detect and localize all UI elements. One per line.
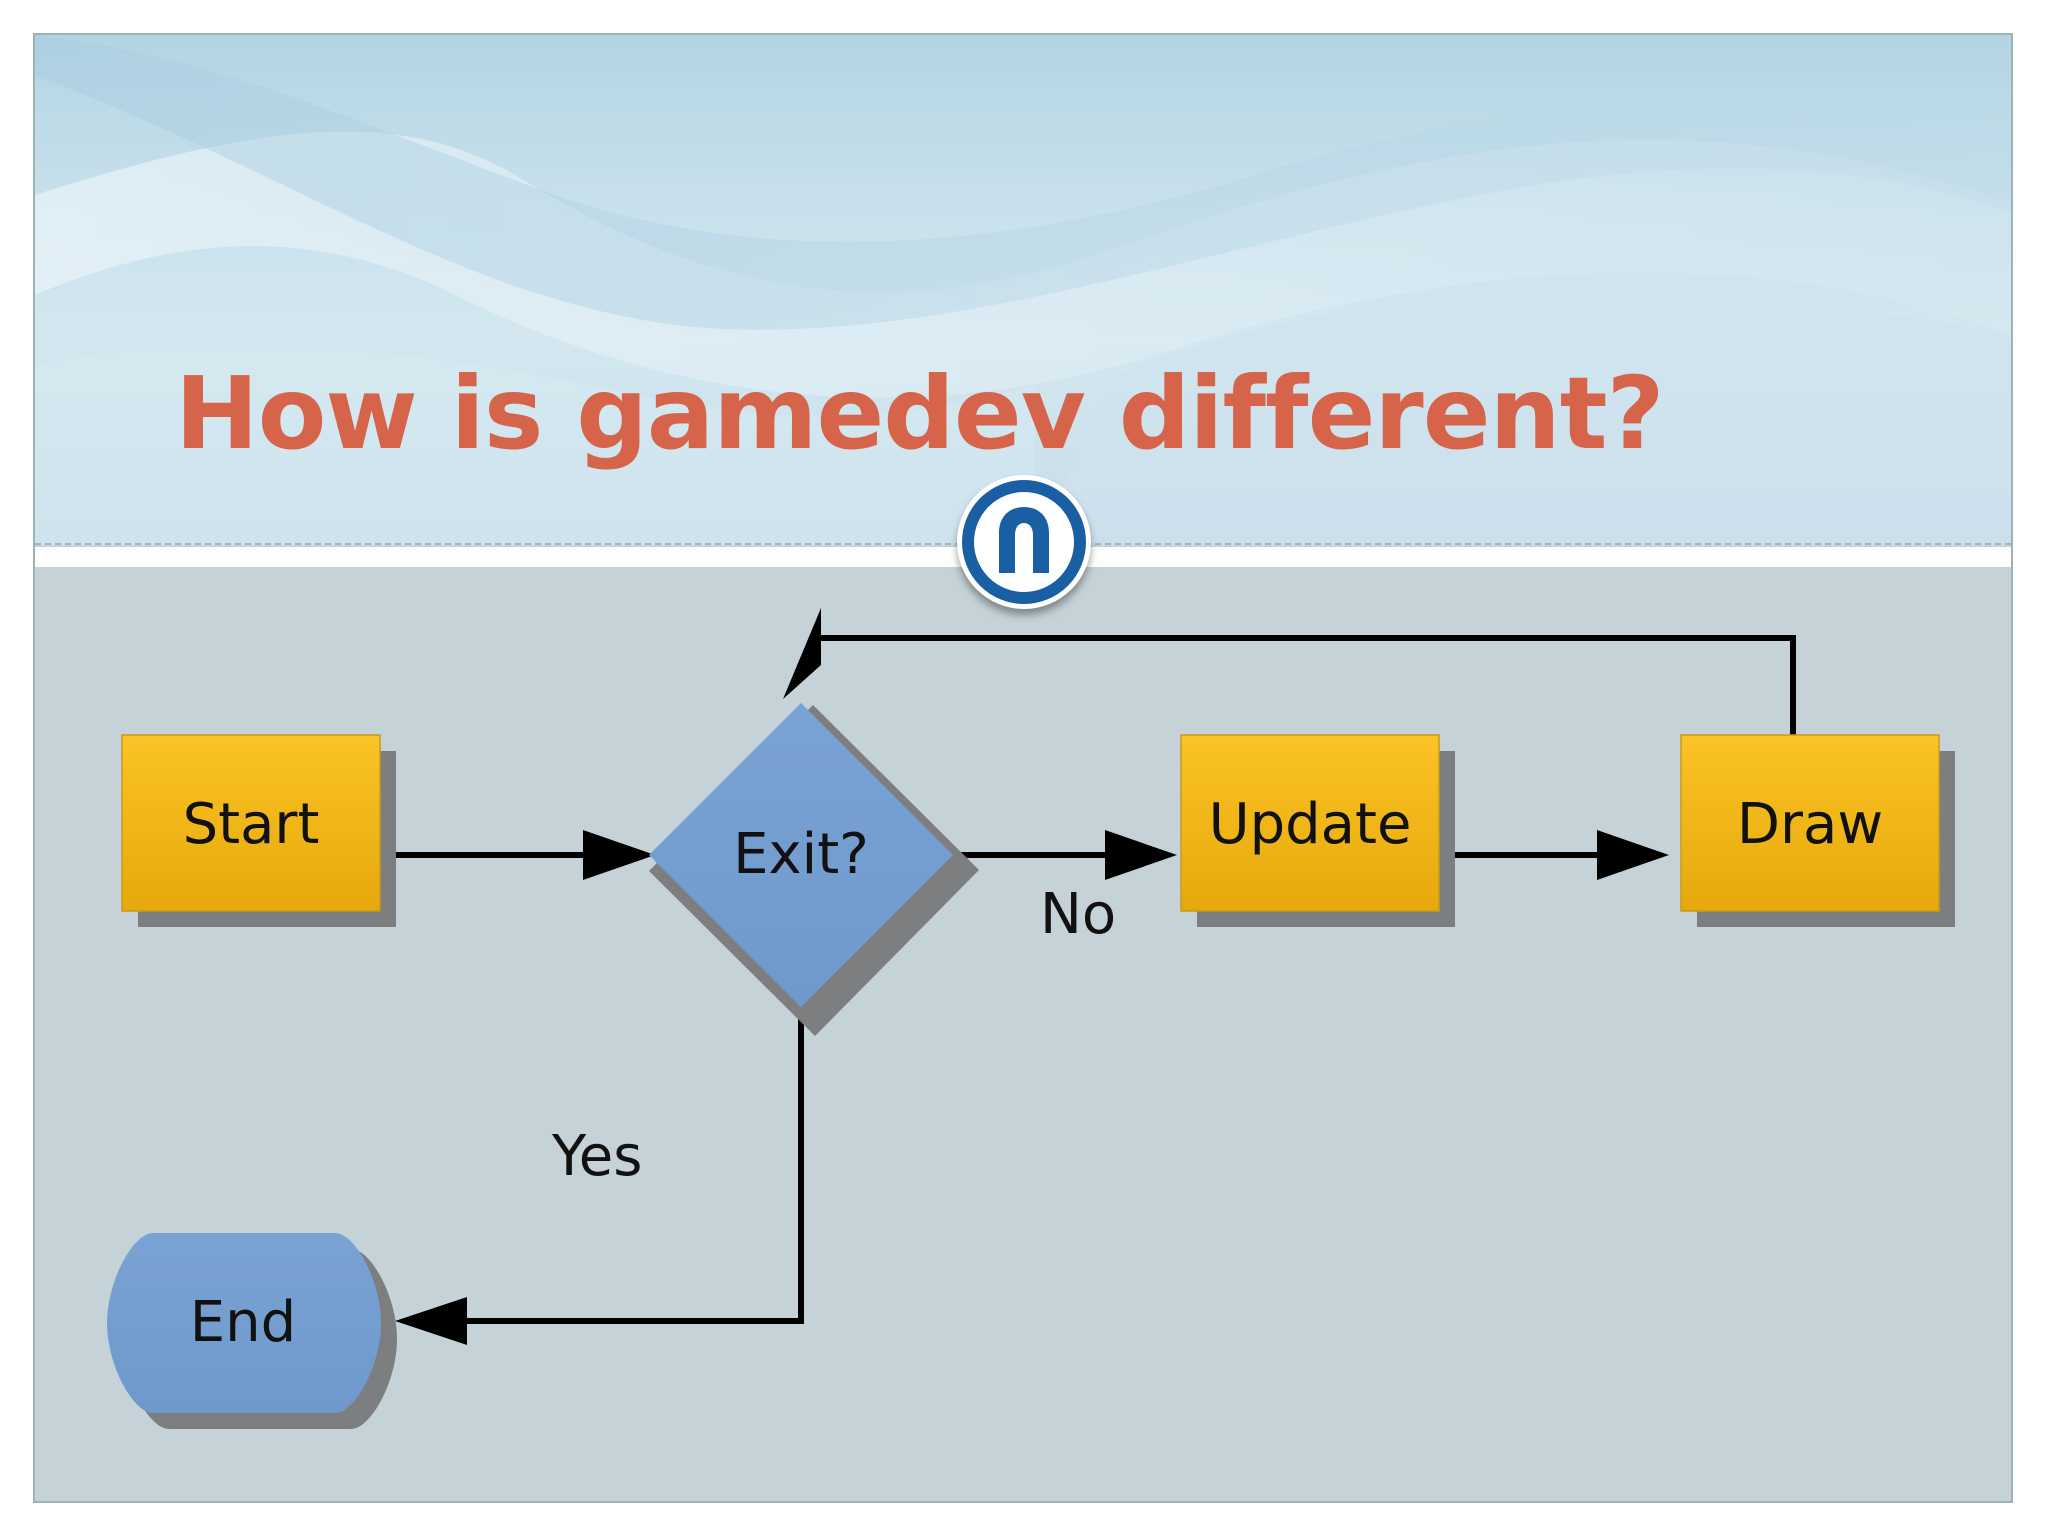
arrowhead-icon xyxy=(1597,830,1669,880)
node-label-update: Update xyxy=(1209,792,1412,857)
node-start: Start xyxy=(121,734,396,927)
node-draw: Draw xyxy=(1680,734,1955,927)
slide-header xyxy=(35,35,2011,545)
node-label-start: Start xyxy=(183,792,320,857)
edge-exit-to-update xyxy=(951,830,1177,880)
arrowhead-icon xyxy=(1105,830,1177,880)
edge-update-to-draw xyxy=(1447,830,1669,880)
node-update: Update xyxy=(1180,734,1455,927)
edge-exit-to-end xyxy=(395,997,804,1345)
node-label-draw: Draw xyxy=(1737,792,1883,857)
arrowhead-icon xyxy=(395,1297,467,1345)
arrowhead-icon xyxy=(583,830,655,880)
edge-label-no: No xyxy=(1040,882,1116,947)
edge-label-yes: Yes xyxy=(551,1124,642,1189)
edge-start-to-exit xyxy=(389,830,655,880)
logo-mark xyxy=(962,480,1086,604)
node-end: End xyxy=(107,1233,397,1429)
n-logo-icon xyxy=(957,475,1091,609)
edge-draw-to-exit xyxy=(783,608,1796,769)
node-exit-decision: Exit? xyxy=(649,703,979,1036)
node-label-exit: Exit? xyxy=(733,822,869,887)
flowchart-diagram: No Yes Start Exit? xyxy=(107,608,1955,1429)
slide: How is gamedev different? No Yes xyxy=(33,33,2013,1503)
node-label-end: End xyxy=(190,1290,296,1355)
slide-title: How is gamedev different? xyxy=(175,355,1665,472)
header-wave-background xyxy=(35,35,2011,545)
arrowhead-icon xyxy=(783,608,821,699)
